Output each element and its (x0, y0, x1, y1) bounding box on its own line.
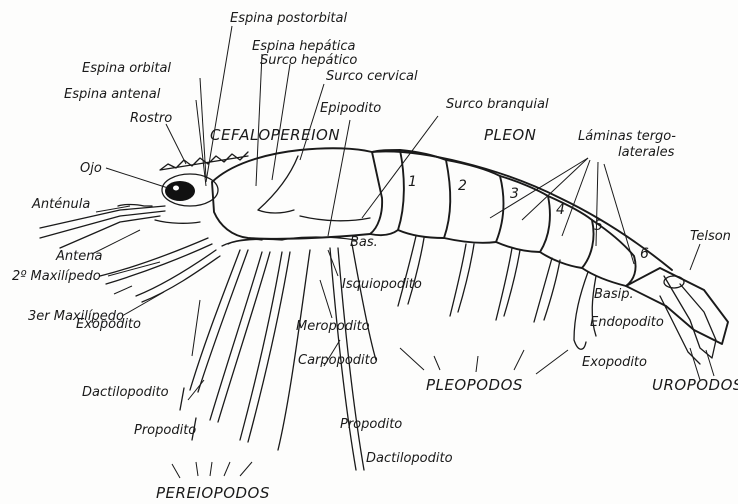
label-pleopodos: PLEOPODOS (426, 376, 523, 394)
label-meropodito: Meropodito (296, 319, 370, 334)
eye (162, 174, 218, 206)
label-espina-postorbital: Espina postorbital (230, 11, 347, 26)
segment-number: 4 (556, 202, 565, 218)
label-surco-branquial: Surco branquial (446, 97, 549, 112)
label-cefalopereion: CEFALOPEREION (210, 126, 340, 144)
label-basip: Basip. (594, 287, 634, 302)
label-exopodito-left: Exopodito (76, 317, 141, 332)
label-antenula: Anténula (31, 197, 90, 212)
label-dactilopodito-left: Dactilopodito (82, 385, 169, 400)
segment-number: 1 (408, 174, 417, 190)
label-propodito-mid: Propodito (340, 417, 402, 432)
label-espina-hepatica: Espina hepática (252, 39, 356, 54)
label-antena: Antena (55, 249, 102, 264)
label-surco-hepatico: Surco hepático (260, 53, 357, 68)
label-pereiopodos: PEREIOPODOS (156, 484, 270, 502)
label-2-maxilipedo: 2º Maxilípedo (12, 269, 101, 284)
label-epipodito: Epipodito (320, 101, 381, 116)
label-telson: Telson (690, 229, 731, 244)
label-dactilopodito-mid: Dactilopodito (366, 451, 453, 466)
labels: Espina postorbital Espina hepática Surco… (12, 11, 738, 502)
label-pleon: PLEON (484, 126, 536, 144)
label-endopodito: Endopodito (590, 315, 664, 330)
label-rostro: Rostro (130, 111, 172, 126)
carapace-outline (212, 148, 382, 239)
label-surco-cervical: Surco cervical (326, 69, 418, 84)
label-isquiopodito: Isquiopodito (342, 277, 422, 292)
label-laminas-2: laterales (618, 145, 675, 160)
label-exopodito-right: Exopodito (582, 355, 647, 370)
branchial-groove (300, 216, 370, 221)
label-bas: Bas. (350, 235, 378, 250)
segment-number: 6 (640, 246, 649, 262)
label-laminas-1: Láminas tergo- (578, 129, 676, 144)
hepatic-groove (258, 210, 294, 213)
segment-number: 5 (594, 218, 603, 234)
label-espina-antenal: Espina antenal (64, 87, 161, 102)
leader-lines (92, 26, 714, 478)
maxillipeds (100, 238, 262, 302)
segment-number: 3 (510, 186, 519, 202)
pleopod-appendages (398, 236, 596, 349)
label-carpopodito: Carpopodito (298, 353, 378, 368)
cervical-groove (258, 156, 298, 210)
label-espina-orbital: Espina orbital (82, 61, 171, 76)
segment-number: 2 (458, 178, 467, 194)
pleon-segments (370, 150, 672, 286)
label-ojo: Ojo (80, 161, 102, 176)
label-uropodos: UROPODOS (652, 376, 738, 394)
label-propodito-left: Propodito (134, 423, 196, 438)
